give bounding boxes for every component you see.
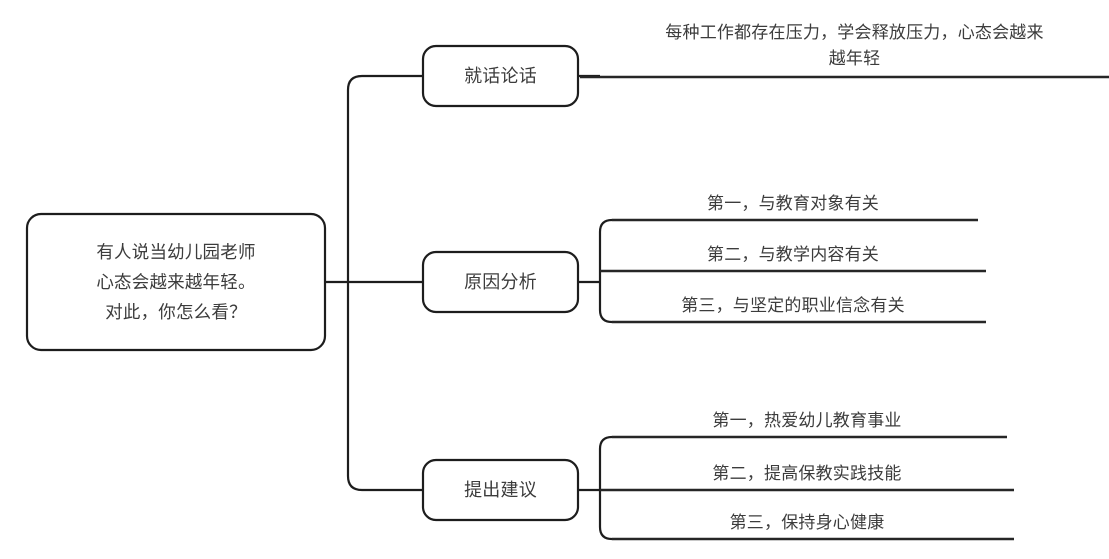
leaf-label-3-1: 第一，热爱幼儿教育事业 [712,411,902,430]
trunk-to-branch-1-connector [346,74,423,282]
branch-node-label-2: 原因分析 [464,272,537,292]
leaf-label-2-1: 第一，与教育对象有关 [707,194,879,213]
leaf-label-2-2: 第二，与教学内容有关 [707,245,879,264]
trunk-to-branch-3-connector [346,282,423,492]
leaf-label-1-1: 每种工作都存在压力，学会释放压力，心态会越来 越年轻 [665,23,1044,68]
leaf-label-3-3: 第三，保持身心健康 [729,513,885,532]
leaf-label-2-3: 第三，与坚定的职业信念有关 [681,296,905,315]
leaf-label-3-2: 第二，提高保教实践技能 [712,464,902,483]
branch-3-bracket [598,435,613,541]
root-node-label: 有人说当幼儿园老师 心态会越来越年轻。 对此，你怎么看？ [96,242,256,322]
branch-node-label-3: 提出建议 [464,480,537,500]
branch-node-label-1: 就话论话 [464,66,537,86]
